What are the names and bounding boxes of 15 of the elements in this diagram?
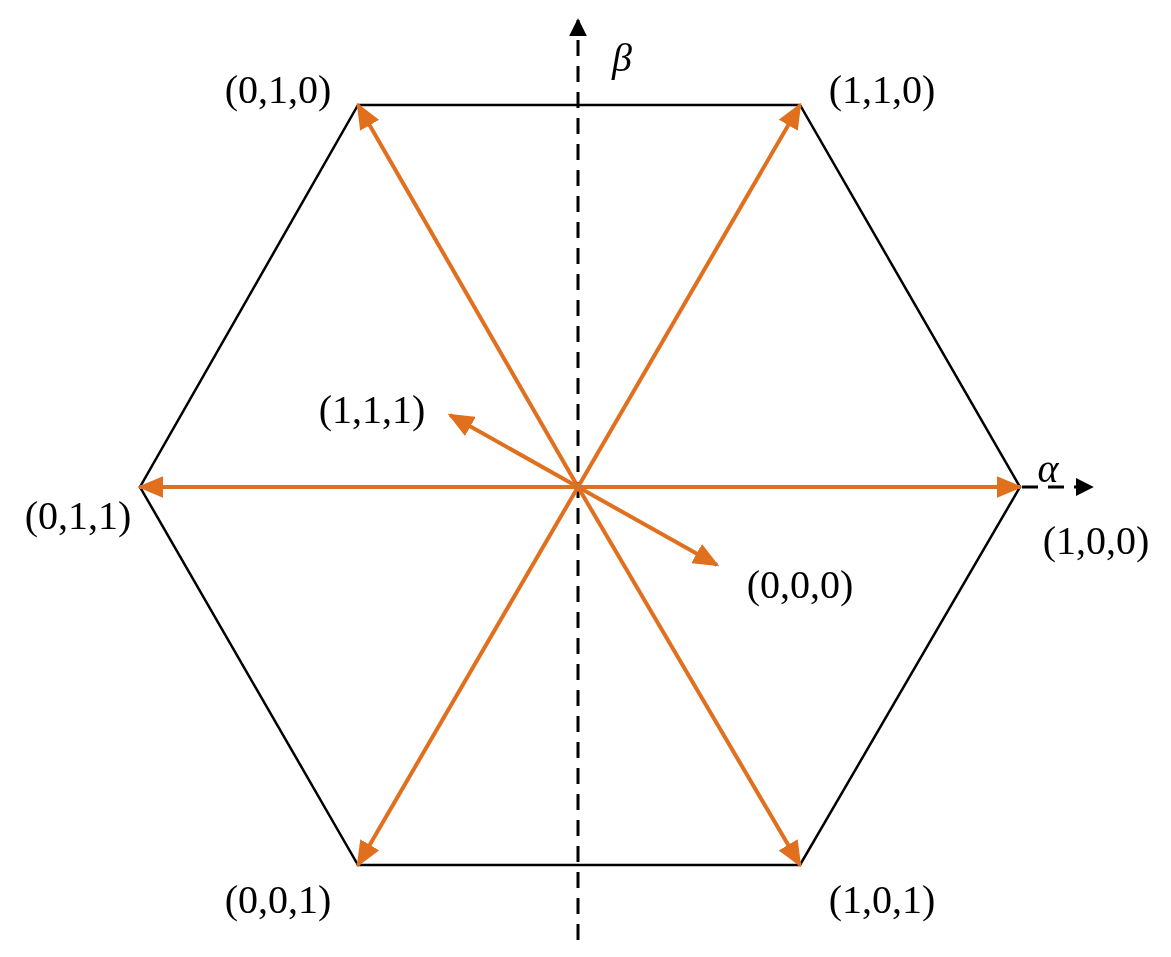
vector-arrow (137, 476, 578, 498)
vector-arrow (356, 486, 580, 867)
vector-label: (1,1,0) (828, 70, 936, 110)
vector-arrow (576, 103, 802, 488)
vector-label: (1,0,0) (1042, 521, 1150, 561)
vector-label: (0,0,1) (224, 880, 332, 920)
vector-label: (1,0,1) (828, 880, 936, 920)
vector-label: (0,0,0) (746, 565, 854, 605)
vector-label: (1,1,1) (318, 390, 426, 430)
axis-label: β (612, 38, 632, 78)
vector-label: (0,1,1) (24, 496, 132, 536)
vector-arrow (576, 486, 802, 867)
axis-label: α (1037, 449, 1059, 489)
vector-arrow (578, 476, 1023, 498)
vector-label: (0,1,0) (224, 70, 332, 110)
